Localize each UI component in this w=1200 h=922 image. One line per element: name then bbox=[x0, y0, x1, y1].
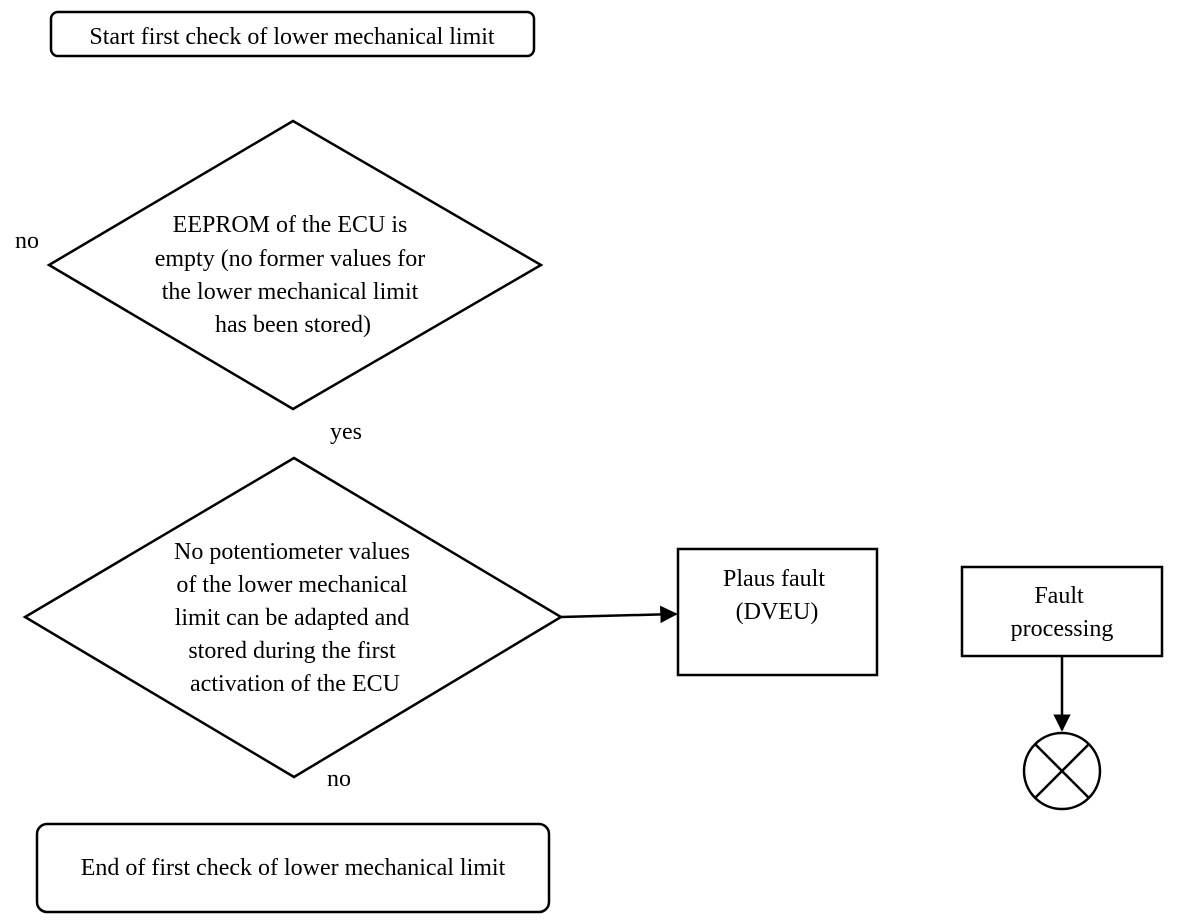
eeprom-no-label: no bbox=[15, 228, 39, 254]
eeprom-decision-line-2: empty (no former values for bbox=[155, 246, 426, 272]
fault-processing-box: Fault processing bbox=[960, 565, 1164, 658]
potentiometer-no-label: no bbox=[327, 766, 351, 792]
svg-text:Plaus fault (DVEU): Plaus fault (DVEU) bbox=[723, 566, 831, 625]
eeprom-decision-line-4: has been stored) bbox=[215, 312, 371, 338]
potentiometer-decision-line-1: No potentiometer values bbox=[174, 539, 410, 565]
eeprom-decision-line-1: EEPROM of the ECU is bbox=[173, 212, 408, 238]
svg-text:No potentiometer values: No potentiometer values of the lower mec… bbox=[174, 539, 416, 697]
terminator-cross-icon bbox=[1022, 731, 1102, 811]
eeprom-empty-decision: EEPROM of the ECU is empty (no former va… bbox=[46, 119, 544, 411]
plaus-fault-box: Plaus fault (DVEU) bbox=[676, 547, 879, 677]
potentiometer-decision: No potentiometer values of the lower mec… bbox=[22, 456, 564, 779]
connector-arrow-to-plaus-fault bbox=[560, 605, 678, 624]
fault-processing-line-1: Fault bbox=[1034, 583, 1084, 609]
plaus-fault-line-2: (DVEU) bbox=[736, 599, 819, 625]
svg-text:Fault processing: Fault processing bbox=[1011, 583, 1114, 642]
plaus-fault-line-1: Plaus fault bbox=[723, 566, 825, 592]
potentiometer-decision-line-2: of the lower mechanical bbox=[176, 572, 408, 598]
end-node-label: End of first check of lower mechanical l… bbox=[81, 855, 506, 881]
eeprom-yes-label: yes bbox=[330, 419, 362, 445]
end-node: End of first check of lower mechanical l… bbox=[35, 822, 551, 914]
start-node-label: Start first check of lower mechanical li… bbox=[89, 24, 495, 50]
eeprom-decision-line-3: the lower mechanical limit bbox=[162, 279, 419, 305]
potentiometer-decision-line-4: stored during the first bbox=[188, 638, 396, 664]
start-node: Start first check of lower mechanical li… bbox=[49, 10, 536, 58]
svg-text:EEPROM of the ECU is emp: EEPROM of the ECU is empty (no former va… bbox=[155, 212, 432, 338]
potentiometer-decision-line-5: activation of the ECU bbox=[190, 671, 400, 697]
potentiometer-decision-line-3: limit can be adapted and bbox=[175, 605, 410, 631]
fault-processing-line-2: processing bbox=[1011, 616, 1114, 642]
